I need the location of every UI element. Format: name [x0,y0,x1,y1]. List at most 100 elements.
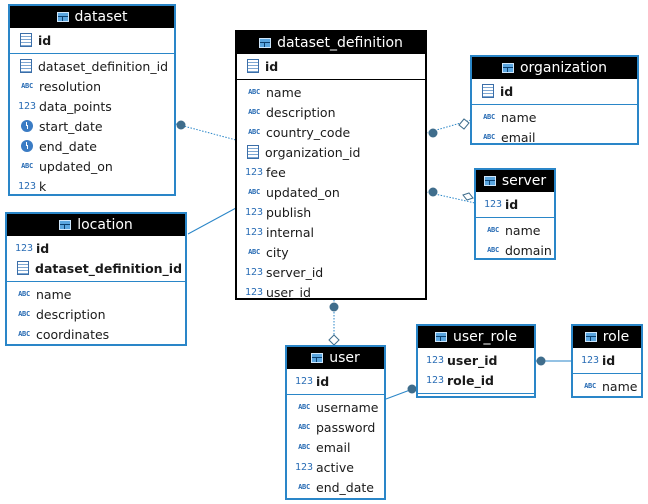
table-title: organization [519,60,608,76]
column-row[interactable]: dataset_definition_id [7,258,185,278]
column-name: id [36,240,50,256]
table-header[interactable]: organization [472,57,637,79]
text-type-icon: ABC [298,483,310,491]
column-name: username [316,399,379,415]
table-header[interactable]: role [573,326,641,348]
column-name: resolution [39,78,102,94]
column-row[interactable]: id [10,30,174,50]
table-icon [434,332,447,342]
text-type-icon: ABC [483,133,495,141]
column-row[interactable]: id [472,81,637,101]
table-icon [56,12,69,22]
column-row[interactable]: ABC updated_on [237,182,425,202]
table-header[interactable]: location [7,214,185,236]
table-title: dataset [74,9,128,25]
rel-location-dataset-definition [187,207,237,235]
column-row[interactable]: ABC description [237,102,425,122]
key-doc-icon [20,59,32,73]
text-type-icon: ABC [298,443,310,451]
column-name: domain [505,242,552,258]
column-row[interactable]: ABC domain [476,240,554,260]
column-name: updated_on [266,184,340,200]
rel-dataset-dataset-definition [175,120,237,141]
table-header[interactable]: dataset [10,6,174,28]
key-doc-icon [17,261,29,275]
table-title: user_role [452,329,518,345]
column-row[interactable]: end_date [10,136,174,156]
table-header[interactable]: dataset_definition [237,32,425,54]
table-icon [59,220,72,230]
text-type-icon: ABC [487,246,499,254]
column-row[interactable]: organization_id [237,142,425,162]
table-header[interactable]: user [287,347,384,369]
column-name: email [501,129,536,145]
column-name: k [39,178,47,194]
column-name: name [266,84,302,100]
column-row[interactable]: start_date [10,116,174,136]
text-type-icon: ABC [248,248,260,256]
column-row[interactable]: id [237,56,425,76]
key-columns: id [472,79,637,105]
table-title: role [602,329,630,345]
number-type-icon: 123 [244,286,264,298]
table-icon [584,332,597,342]
column-row[interactable]: dataset_definition_id [10,56,174,76]
column-name: coordinates [36,326,110,342]
table-header[interactable]: server [476,170,554,192]
column-name: name [505,222,541,238]
column-row[interactable]: ABC email [472,127,637,147]
column-name: organization_id [265,144,361,160]
number-type-icon: 123 [17,180,37,192]
text-type-icon: ABC [18,290,30,298]
text-type-icon: ABC [248,108,260,116]
text-type-icon: ABC [248,188,260,196]
column-name: description [266,104,336,120]
column-name: id [602,352,616,368]
table-header[interactable]: user_role [418,326,534,348]
text-type-icon: ABC [18,310,30,318]
key-columns: id [10,28,174,54]
table-title: server [501,173,547,189]
table-icon [311,353,324,363]
